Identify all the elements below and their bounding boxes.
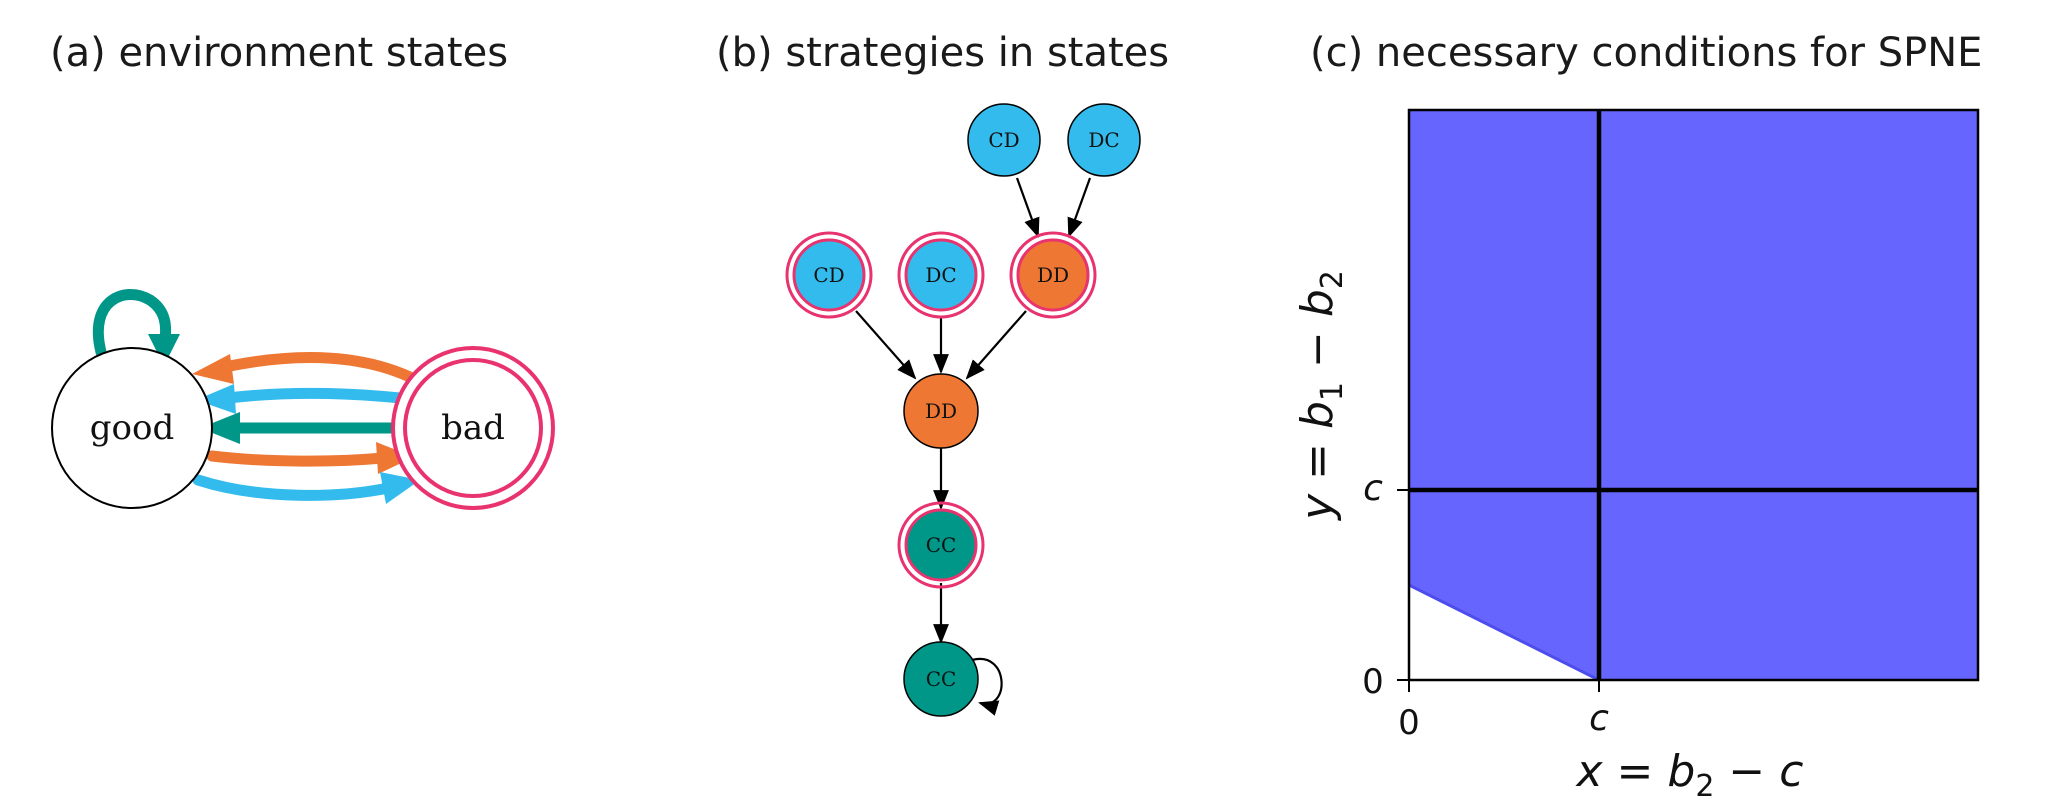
region-boundary-diagonal [1408,583,1600,682]
edge-bad-good-sky-arrowhead [196,384,236,414]
panel-b-title: (b) strategies in states [716,30,1169,76]
node-lower-cc-ring [897,501,985,589]
panel-a: (a) environment states good bad [50,30,555,510]
node-mid-dc [904,238,978,312]
node-center-dd [903,373,979,449]
node-mid-cd-label: CD [813,263,844,287]
edge-good-bad-sky [192,474,394,501]
node-mid-dc-ring [897,231,985,319]
y-axis-label: y = b1 − b2 [1292,270,1350,522]
x-axis-label-rest: − c [1714,746,1803,797]
panel-a-title: (a) environment states [50,30,508,76]
node-bottom-cc [903,641,979,717]
node-bad-label: bad [441,408,505,448]
x-axis-label-main: x = b [1575,746,1696,797]
node-center-dd-label: DD [925,399,957,423]
edge-bad-good-sky [222,388,406,404]
y-axis-label-main: y = b [1292,401,1343,522]
node-lower-cc-label: CC [926,533,957,557]
node-mid-cd [792,238,866,312]
edge-good-bad-orange [206,450,388,467]
node-mid-dd-label: DD [1037,263,1069,287]
edge-topcd-middd [1015,177,1040,238]
node-top-dc-label: DC [1088,128,1119,152]
edge-topdc-middd [1067,177,1092,238]
y-axis-label-sub1: 1 [1315,382,1350,401]
y-axis-label-sub2: 2 [1315,270,1350,289]
edge-bottomcc-self-loop [971,657,1003,716]
node-lower-cc [904,508,978,582]
edge-midcd-centerdd [855,310,917,380]
edge-bad-good-orange-arrowhead [192,354,234,384]
y-tick-label-c: c [1363,468,1383,509]
good-self-loop-arrowhead [148,334,180,366]
edge-bad-good-orange [214,351,416,383]
node-mid-dc-label: DC [925,263,956,287]
node-mid-cd-ring [785,231,873,319]
y-tick-label-0: 0 [1362,662,1384,702]
feasible-region [1409,110,1978,680]
x-axis-label-sub: 2 [1695,769,1714,803]
node-good-label: good [90,408,174,448]
node-top-cd-label: CD [988,128,1019,152]
x-tick-label-c: c [1589,698,1609,739]
x-tick-label-0: 0 [1398,703,1420,743]
panel-b: (b) strategies in states CD DC CD DC DD … [716,30,1169,717]
edge-middd-centerdd [965,310,1027,380]
panel-c: (c) necessary conditions for SPNE 0 c 0 … [1292,30,1982,803]
edge-good-bad-orange-arrowhead [376,442,414,474]
panel-c-title: (c) necessary conditions for SPNE [1310,30,1982,76]
y-axis-label-mid: − b [1292,289,1343,382]
node-top-dc [1067,103,1141,177]
node-good [51,347,213,509]
node-mid-dd [1016,238,1090,312]
node-mid-dd-ring [1009,231,1097,319]
node-top-cd [967,103,1041,177]
good-self-loop [92,289,172,358]
plot-frame [1407,108,1980,682]
node-bad [403,358,543,498]
edge-bad-good-teal-arrowhead [200,412,240,444]
x-axis-label: x = b2 − c [1575,746,1804,803]
node-bottom-cc-label: CC [926,667,957,691]
